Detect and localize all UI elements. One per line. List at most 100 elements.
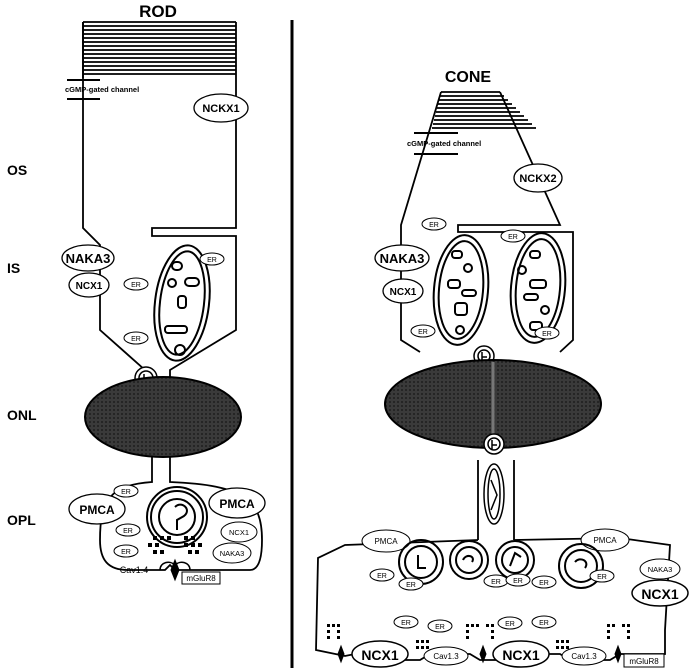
cone-terminal-er-4 — [505, 573, 531, 587]
cone-ncx1-terminal-right-label: NCX1 — [641, 586, 679, 602]
cone-terminal-er-2-label: ER — [406, 582, 416, 589]
rod-terminal-er-2 — [115, 523, 141, 537]
cone-ncx1-bottom-right-label: NCX1 — [502, 647, 540, 663]
rod-cav-label: Cav1.4 — [120, 565, 149, 575]
rod-naka3-pump — [61, 244, 115, 272]
rod-terminal-er-3-label: ER — [121, 549, 131, 556]
cone-terminal-er-1-label: ER — [377, 573, 387, 580]
cone-ncx1-exchanger — [382, 278, 424, 304]
cone-er-3 — [410, 324, 436, 338]
cone-pmca-left — [361, 529, 411, 553]
rod-nckx1-label: NCKX1 — [202, 103, 239, 115]
cone-ribbon-vesicles — [327, 624, 630, 649]
cone-cell — [315, 91, 671, 661]
cone-axon-mitochondrion — [483, 463, 505, 525]
cone-ncx1-terminal-right — [631, 579, 689, 607]
layer-label-opl: OPL — [7, 512, 36, 528]
cone-terminal-er-6 — [589, 569, 615, 583]
cone-terminal-mitochondria — [398, 539, 604, 589]
cone-terminal-er-5 — [531, 575, 557, 589]
cone-cav-right — [561, 646, 607, 666]
cone-er-group: ER ER ER ER — [410, 217, 560, 340]
cone-er-4-label: ER — [542, 331, 552, 338]
rod-cgmp-channel-label: cGMP-gated channel — [65, 85, 139, 94]
cone-cgmp-channel — [414, 132, 458, 155]
rod-ncx1-label: NCX1 — [76, 281, 103, 292]
rod-axon — [151, 455, 171, 480]
cone-er-4 — [534, 326, 560, 340]
cone-terminal-er-8-label: ER — [435, 624, 445, 631]
cone-naka3-pump — [374, 244, 430, 272]
cone-pmca-right-label: PMCA — [593, 536, 617, 545]
rod-terminal-er-1-label: ER — [121, 489, 131, 496]
cone-er-2 — [500, 229, 526, 243]
cone-cgmp-channel-label: cGMP-gated channel — [407, 139, 481, 148]
cone-mitochondrion-left — [432, 234, 490, 346]
cone-terminal-er-8 — [427, 619, 453, 633]
rod-mglur8-label: mGluR8 — [186, 574, 216, 583]
rod-er-3 — [123, 331, 149, 345]
cone-ncx1-bottom-left — [351, 640, 409, 668]
cone-mitochondrion-right — [509, 232, 567, 344]
rod-cgmp-channel — [67, 79, 100, 100]
cone-cav-right-label: Cav1.3 — [571, 652, 597, 661]
cone-er-2-label: ER — [508, 234, 518, 241]
cone-terminal-er-7 — [393, 615, 419, 629]
cone-terminal-er-7-label: ER — [401, 620, 411, 627]
rod-nckx1-transporter — [193, 93, 249, 123]
cone-terminal-er-2 — [398, 577, 424, 591]
cone-terminal-er-9 — [497, 616, 523, 630]
rod-terminal-er-2-label: ER — [123, 528, 133, 535]
cone-terminal-er-4-label: ER — [513, 578, 523, 585]
rod-ribbon-synapse — [159, 558, 191, 582]
rod-pmca-right-label: PMCA — [219, 497, 255, 511]
cone-ribbon-synapses — [337, 644, 622, 664]
cone-terminal-er-9-label: ER — [505, 621, 515, 628]
cone-mglur8-box — [623, 653, 665, 668]
cone-disc-stack — [432, 91, 536, 129]
rod-disc-stack — [83, 21, 236, 75]
cone-naka3-terminal — [639, 558, 681, 580]
cone-terminal-er-6-label: ER — [597, 574, 607, 581]
cone-nckx2-label: NCKX2 — [519, 173, 556, 185]
rod-er-group: ER ER ER — [123, 252, 225, 345]
rod-er-1-label: ER — [207, 257, 217, 264]
cone-cav-left-label: Cav1.3 — [433, 652, 459, 661]
cone-naka3-label: NAKA3 — [380, 251, 425, 266]
rod-nucleus — [84, 376, 242, 458]
rod-pmca-right — [208, 487, 266, 519]
cone-terminal-er-group: ER ER ER ER ER ER ER ER ER ER — [369, 568, 615, 633]
layer-label-is: IS — [7, 260, 20, 276]
layer-label-os: OS — [7, 162, 27, 178]
rod-terminal-er-1 — [113, 484, 139, 498]
rod-pmca-left-label: PMCA — [79, 503, 115, 517]
rod-title: ROD — [139, 2, 177, 21]
rod-ncx1-terminal — [220, 521, 258, 543]
cone-terminal-er-5-label: ER — [539, 580, 549, 587]
cone-naka3-terminal-label: NAKA3 — [648, 565, 673, 574]
cone-ncx1-bottom-right — [492, 640, 550, 668]
cone-terminal-er-10-label: ER — [539, 620, 549, 627]
layer-label-onl: ONL — [7, 407, 37, 423]
cone-terminal-er-10 — [531, 615, 557, 629]
cone-mglur8-label: mGluR8 — [629, 657, 659, 666]
cone-ncx1-label: NCX1 — [390, 287, 417, 298]
rod-er-1 — [199, 252, 225, 266]
rod-ncx1-terminal-label: NCX1 — [229, 528, 249, 537]
rod-er-3-label: ER — [131, 336, 141, 343]
cone-cav-left — [423, 646, 469, 666]
cone-pmca-right — [580, 528, 630, 552]
cone-terminal-er-1 — [369, 568, 395, 582]
cone-er-3-label: ER — [418, 329, 428, 336]
rod-naka3-terminal — [212, 542, 252, 564]
rod-er-2 — [123, 277, 149, 291]
cone-er-1 — [421, 217, 447, 231]
cone-er-1-label: ER — [429, 222, 439, 229]
rod-pmca-left — [68, 493, 126, 525]
cone-title: CONE — [445, 69, 492, 86]
cone-nckx2-transporter — [513, 163, 563, 193]
rod-er-2-label: ER — [131, 282, 141, 289]
cone-pmca-left-label: PMCA — [374, 537, 398, 546]
cone-ncx1-bottom-left-label: NCX1 — [361, 647, 399, 663]
